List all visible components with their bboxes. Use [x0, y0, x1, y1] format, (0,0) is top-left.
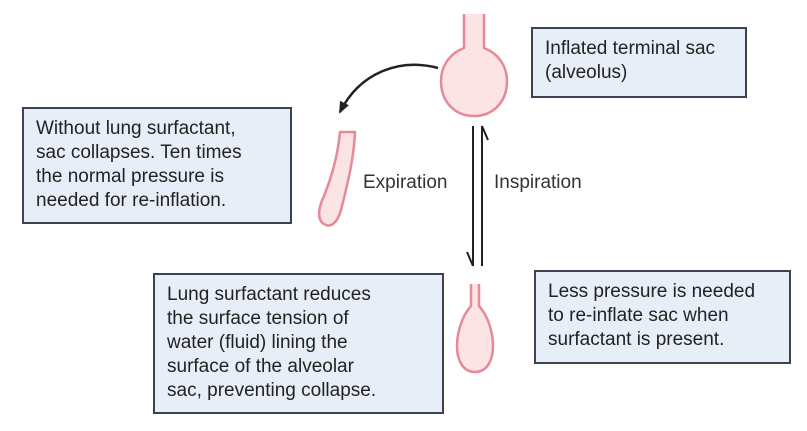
expiration-label: Expiration: [363, 172, 448, 193]
surfactant-sac-icon: [455, 284, 495, 374]
box-line: sac, preventing collapse.: [167, 380, 377, 401]
collapse-arrow: [338, 63, 439, 114]
box-line: needed for re-inflation.: [36, 190, 227, 211]
inspiration-label: Inspiration: [494, 172, 582, 193]
inflated-sac-icon: [439, 14, 509, 118]
box-line: water (fluid) lining the: [167, 332, 348, 353]
box-line: sac collapses. Ten times: [36, 142, 242, 163]
box-line: (alveolus): [545, 62, 628, 83]
box-line: surface of the alveolar: [167, 356, 354, 377]
inflated-sac-box: Inflated terminal sac (alveolus): [531, 27, 747, 98]
box-line: Inflated terminal sac: [545, 38, 716, 59]
box-line: Lung surfactant reduces: [167, 284, 371, 305]
box-line: Without lung surfactant,: [36, 118, 236, 139]
equilibrium-arrows: [466, 125, 489, 267]
less-pressure-box: Less pressure is needed to re-inflate sa…: [534, 270, 791, 364]
box-line: the normal pressure is: [36, 166, 224, 187]
box-line: surfactant is present.: [548, 329, 725, 350]
without-surfactant-box: Without lung surfactant, sac collapses. …: [22, 107, 292, 224]
box-line: Less pressure is needed: [548, 281, 756, 302]
box-line: to re-inflate sac when: [548, 305, 729, 326]
collapsed-sac-icon: [317, 130, 357, 227]
box-line: the surface tension of: [167, 308, 349, 329]
surfactant-reduces-box: Lung surfactant reduces the surface tens…: [153, 273, 444, 414]
